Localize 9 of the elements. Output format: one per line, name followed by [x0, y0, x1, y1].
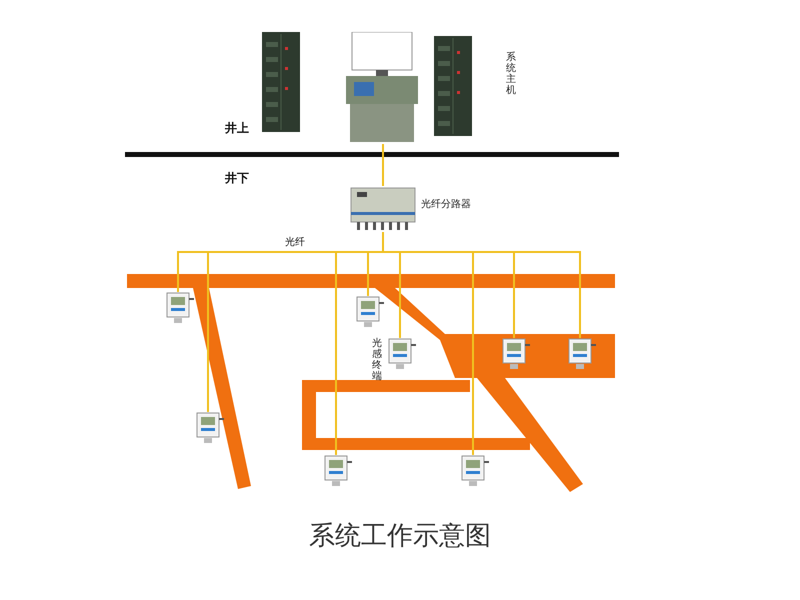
- area-label: 井下: [225, 172, 249, 184]
- node-caption: 光感终端: [372, 338, 382, 382]
- caption: 系统工作示意图: [308, 520, 492, 553]
- area-label: 井上: [225, 122, 249, 134]
- node-caption: 光纤分路器: [421, 200, 471, 210]
- node-caption: 系统主机: [506, 52, 516, 96]
- fiber-cable: [382, 144, 384, 186]
- fiber-cable: [382, 232, 581, 338]
- area-label: 光纤: [285, 238, 305, 248]
